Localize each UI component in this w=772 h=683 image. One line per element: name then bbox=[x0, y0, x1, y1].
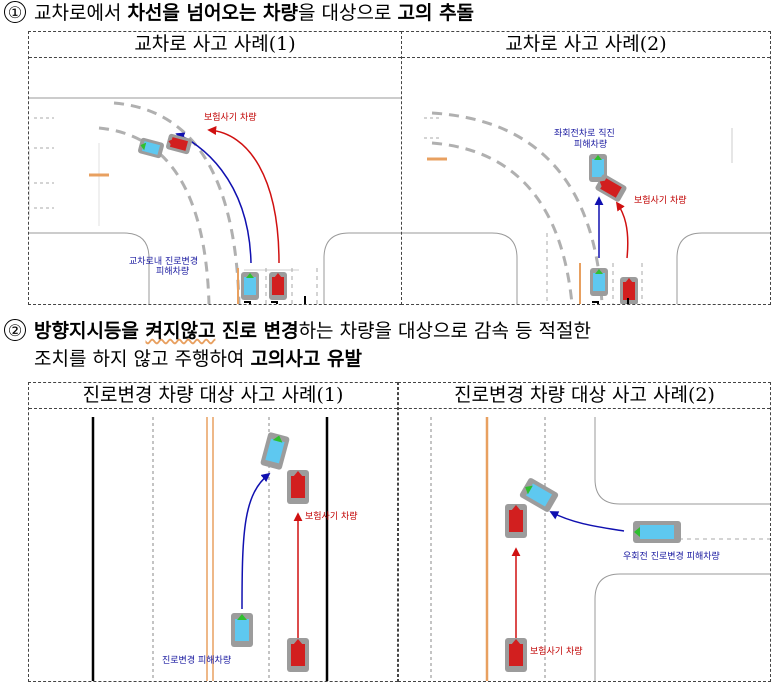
victim-car-label: 진로변경 피해차량 bbox=[162, 654, 231, 666]
panel-caption: 교차로 사고 사례(1) bbox=[29, 32, 401, 58]
panel-caption: 교차로 사고 사례(2) bbox=[402, 32, 770, 58]
panel-lane-change-case-2: 진로변경 차량 대상 사고 사례(2) 우회전 진로변경 피해차량 보험사기 차… bbox=[398, 382, 771, 682]
s1-part-3: 고의 추돌 bbox=[397, 2, 475, 24]
victim-car-label-line1: 좌회전차로 직진 bbox=[554, 127, 615, 139]
s2-part-2: 진로 변경 bbox=[215, 320, 299, 342]
section2-number: ② bbox=[4, 319, 26, 341]
panel-lane-change-case-1: 진로변경 차량 대상 사고 사례(1) 보험사기 차량 진로변경 피해차량 bbox=[28, 382, 398, 682]
panel-caption: 진로변경 차량 대상 사고 사례(1) bbox=[29, 383, 397, 409]
section1-number: ① bbox=[4, 1, 26, 23]
s2-line2-part-1: 고의사고 유발 bbox=[250, 348, 362, 370]
s2-part-0: 방향지시등을 bbox=[34, 320, 146, 342]
panel-intersection-case-1: 교차로 사고 사례(1) bbox=[28, 31, 402, 305]
intersection-diagram-1: 보험사기 차량 교차로내 진로변경 피해차량 bbox=[29, 97, 401, 304]
s1-part-0: 교차로에서 bbox=[34, 2, 128, 24]
victim-car-label-line2: 피해차량 bbox=[156, 265, 189, 277]
section2-heading-line2: 조치를 하지 않고 주행하여 고의사고 유발 bbox=[34, 346, 362, 372]
s1-part-2: 을 대상으로 bbox=[298, 2, 398, 24]
fraud-car-label: 보험사기 차량 bbox=[204, 111, 257, 123]
section1-heading: ① 교차로에서 차선을 넘어오는 차량을 대상으로 고의 추돌 bbox=[4, 0, 474, 26]
lane-change-diagram-1: 보험사기 차량 진로변경 피해차량 bbox=[91, 417, 358, 681]
victim-car-label-line2: 피해차량 bbox=[574, 138, 607, 150]
s1-part-1: 차선을 넘어오는 차량 bbox=[127, 2, 299, 24]
fraud-car-label: 보험사기 차량 bbox=[634, 194, 687, 206]
fraud-car-label: 보험사기 차량 bbox=[305, 510, 358, 522]
victim-car-label: 우회전 진로변경 피해차량 bbox=[623, 550, 720, 562]
panel-caption: 진로변경 차량 대상 사고 사례(2) bbox=[399, 383, 770, 409]
lane-change-diagram-2: 우회전 진로변경 피해차량 보험사기 차량 bbox=[430, 417, 770, 681]
s2-part-3: 하는 차량을 대상으로 감속 등 적절한 bbox=[298, 320, 591, 342]
section2-heading: ② 방향지시등을 켜지않고 진로 변경하는 차량을 대상으로 감속 등 적절한 bbox=[4, 318, 591, 344]
victim-car-label-line1: 교차로내 진로변경 bbox=[129, 255, 198, 267]
fraud-car-label: 보험사기 차량 bbox=[530, 645, 583, 657]
s2-part-1: 켜지않고 bbox=[145, 320, 216, 342]
intersection-diagram-2: 좌회전차로 직진 피해차량 보험사기 차량 bbox=[402, 111, 770, 304]
s2-line2-part-0: 조치를 하지 않고 주행하여 bbox=[34, 348, 251, 370]
panel-intersection-case-2: 교차로 사고 사례(2) 좌회전차로 직진 피해차량 보험사기 차량 bbox=[401, 31, 771, 305]
